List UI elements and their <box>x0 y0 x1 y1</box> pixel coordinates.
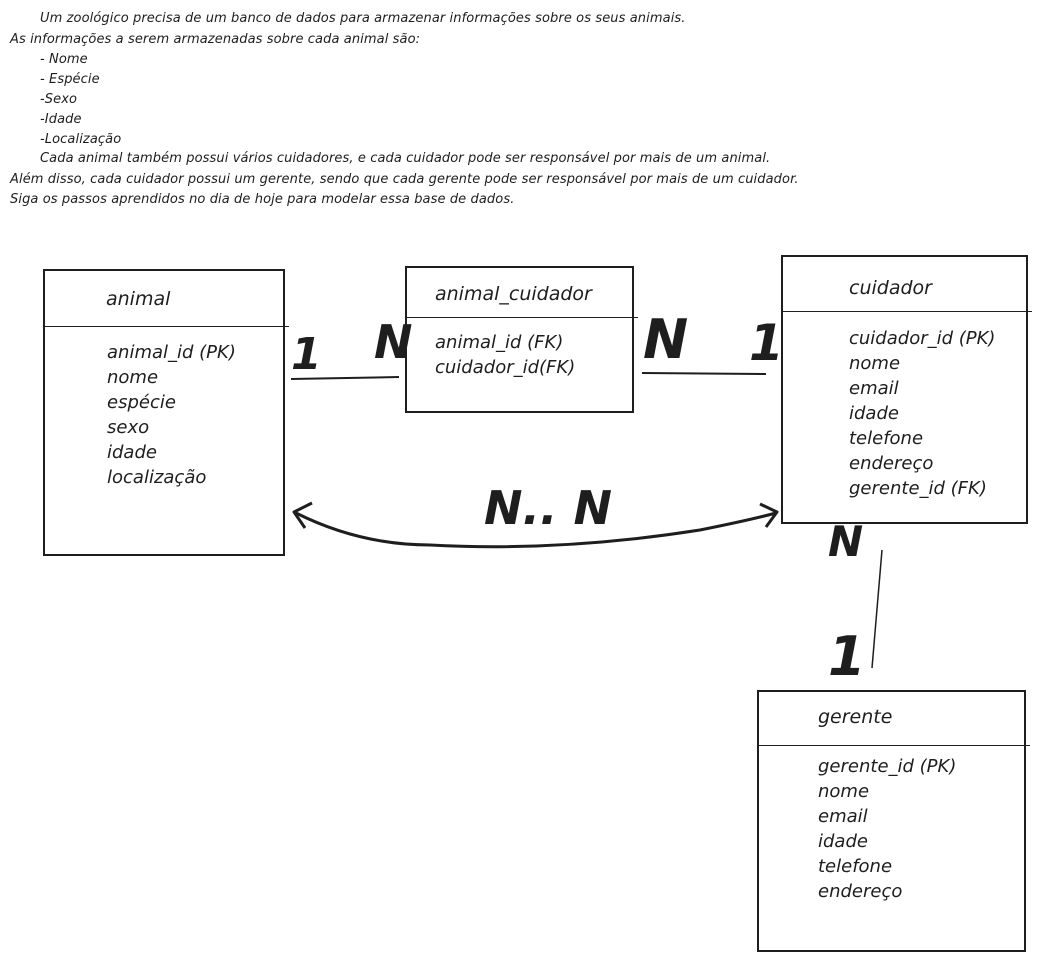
attribute: email <box>849 378 899 399</box>
divider <box>405 317 638 318</box>
attribute-list: cuidador_id (PK) nome email idade telefo… <box>849 326 995 501</box>
cardinality-cuidador-many: N <box>828 517 864 566</box>
entity-cuidador[interactable]: cuidador cuidador_id (PK) nome email ida… <box>781 255 1032 524</box>
attribute: endereço <box>849 453 934 474</box>
junction-cuidador-line <box>641 372 767 375</box>
attribute: idade <box>107 442 157 463</box>
attribute: email <box>818 806 868 827</box>
cardinality-many-to-many: N.. N <box>484 481 612 535</box>
prompt-line: As informações a serem armazenadas sobre… <box>10 32 421 47</box>
attribute: animal_id (PK) <box>107 342 236 363</box>
attribute-list: animal_id (FK) cuidador_id(FK) <box>435 330 575 380</box>
entity-name: gerente <box>818 706 893 728</box>
prompt-line: -Sexo <box>40 92 78 107</box>
cardinality-cuidador-one: 1 <box>749 314 784 372</box>
prompt-line: -Localização <box>40 132 122 147</box>
prompt-line: Além disso, cada cuidador possui um gere… <box>10 172 799 187</box>
prompt-line: Cada animal também possui vários cuidado… <box>40 151 771 166</box>
attribute: nome <box>818 781 870 802</box>
prompt-line: Siga os passos aprendidos no dia de hoje… <box>10 192 515 207</box>
cardinality-gerente-one: 1 <box>828 625 866 688</box>
divider <box>43 326 289 327</box>
problem-statement: Um zoológico precisa de um banco de dado… <box>0 0 1038 230</box>
cardinality-junction-left-many: N <box>374 315 413 369</box>
attribute: telefone <box>818 856 893 877</box>
attribute-list: gerente_id (PK) nome email idade telefon… <box>818 754 956 904</box>
arrowhead-left-icon <box>292 501 313 529</box>
prompt-line: - Nome <box>40 52 88 67</box>
attribute-list: animal_id (PK) nome espécie sexo idade l… <box>107 340 236 490</box>
attribute: nome <box>849 353 901 374</box>
entity-name: animal_cuidador <box>435 283 592 305</box>
attribute: cuidador_id (PK) <box>849 328 996 349</box>
attribute: gerente_id (FK) <box>849 478 987 499</box>
prompt-line: Um zoológico precisa de um banco de dado… <box>40 11 686 26</box>
prompt-line: -Idade <box>40 112 82 127</box>
divider <box>757 745 1030 746</box>
attribute: nome <box>107 367 159 388</box>
cardinality-junction-right-many: N <box>643 308 689 371</box>
attribute: animal_id (FK) <box>435 332 564 353</box>
attribute: localização <box>107 467 207 488</box>
divider <box>781 311 1032 312</box>
cuidador-gerente-line <box>871 549 883 669</box>
cardinality-animal-one: 1 <box>291 329 322 380</box>
arrowhead-right-icon <box>759 502 779 528</box>
entity-animal[interactable]: animal animal_id (PK) nome espécie sexo … <box>43 269 289 556</box>
entity-name: animal <box>106 288 171 310</box>
attribute: idade <box>818 831 868 852</box>
entity-gerente[interactable]: gerente gerente_id (PK) nome email idade… <box>757 690 1030 952</box>
attribute: endereço <box>818 881 903 902</box>
attribute: espécie <box>107 392 176 413</box>
prompt-line: - Espécie <box>40 72 100 87</box>
attribute: idade <box>849 403 899 424</box>
entity-animal-cuidador[interactable]: animal_cuidador animal_id (FK) cuidador_… <box>405 266 638 413</box>
attribute: gerente_id (PK) <box>818 756 957 777</box>
entity-name: cuidador <box>849 277 932 299</box>
attribute: telefone <box>849 428 924 449</box>
attribute: sexo <box>107 417 150 438</box>
attribute: cuidador_id(FK) <box>435 357 576 378</box>
